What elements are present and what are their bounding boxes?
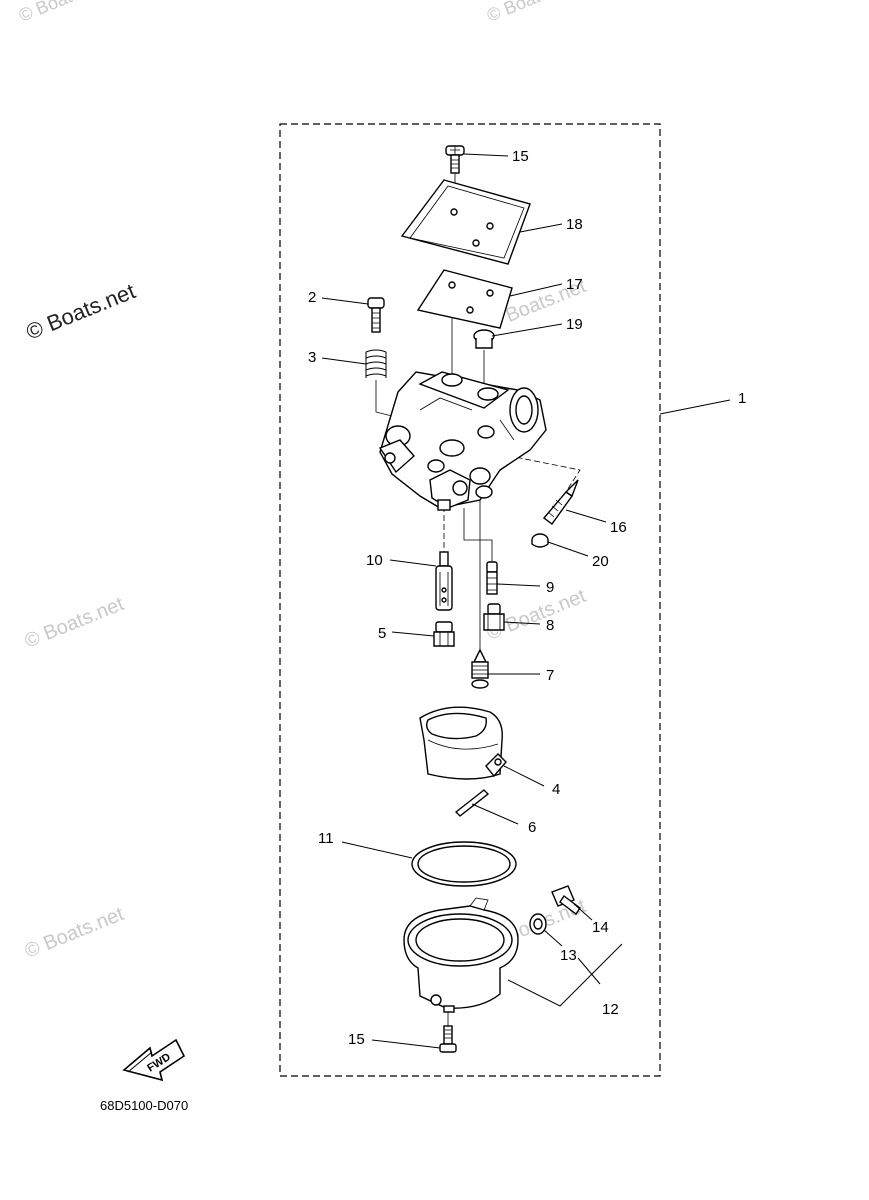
part-8-jet	[483, 603, 505, 631]
connector-16-axis	[489, 451, 581, 499]
label-part-1: 1	[738, 390, 746, 407]
part-16-needle	[542, 479, 579, 525]
label-part-19: 19	[566, 316, 583, 333]
watermark-layer: © Boats.net © Boats.net © Boats.net © Bo…	[16, 0, 589, 963]
part-3-spring	[365, 349, 387, 378]
part-7-needle-valve	[471, 648, 489, 689]
leader-lines	[321, 153, 731, 1049]
part-2-screw	[367, 297, 385, 333]
watermark-top-center: © Boats.net	[484, 0, 579, 26]
part-5-main-jet	[433, 621, 455, 647]
part-10-main-nozzle	[435, 551, 453, 611]
part-17-gasket	[416, 269, 513, 329]
watermark-mid-left: © Boats.net	[22, 593, 128, 653]
label-part-18: 18	[566, 216, 583, 233]
part-11-gasket-ring	[411, 841, 517, 887]
label-part-8: 8	[546, 617, 554, 634]
label-part-12: 12	[602, 1001, 619, 1018]
label-part-5: 5	[378, 625, 386, 642]
label-part-6: 6	[528, 819, 536, 836]
label-part-10: 10	[366, 552, 383, 569]
label-part-17: 17	[566, 276, 583, 293]
diagram-code: 68D5100-D070	[100, 1098, 188, 1113]
label-part-4: 4	[552, 781, 560, 798]
part-18-cover	[400, 179, 531, 265]
label-part-15-top: 15	[512, 148, 529, 165]
label-part-3: 3	[308, 349, 316, 366]
label-part-13: 13	[560, 947, 577, 964]
watermark-top-left: © Boats.net	[16, 0, 111, 26]
part-9-pilot-jet	[486, 561, 498, 595]
callout-labels: 15 18 17 19 1 2 3 16 20 10 9 8 5 7 4 6 1…	[308, 148, 746, 1048]
part-15-top-screw	[445, 145, 465, 174]
label-part-9: 9	[546, 579, 554, 596]
label-part-20: 20	[592, 553, 609, 570]
part-1-carburetor-body	[378, 371, 547, 511]
part-19-plug	[473, 329, 495, 349]
watermark-left: © Boats.net	[23, 278, 139, 344]
part-12-float-chamber	[403, 897, 519, 1013]
part-4-float	[419, 706, 507, 780]
label-part-11: 11	[318, 830, 334, 847]
label-part-7: 7	[546, 667, 554, 684]
label-part-15-bottom: 15	[348, 1031, 365, 1048]
label-part-16: 16	[610, 519, 627, 536]
part-6-pin	[454, 789, 490, 817]
label-part-2: 2	[308, 289, 316, 306]
part-13-washer	[529, 913, 547, 935]
watermark-lower-left: © Boats.net	[22, 903, 128, 963]
label-part-14: 14	[592, 919, 609, 936]
connector-9-axis	[463, 508, 493, 564]
part-20-cap	[531, 533, 549, 548]
part-15-bottom-screw	[439, 1025, 457, 1053]
fwd-arrow-icon: FWD	[122, 1038, 186, 1082]
assembly-boundary	[279, 123, 661, 1077]
